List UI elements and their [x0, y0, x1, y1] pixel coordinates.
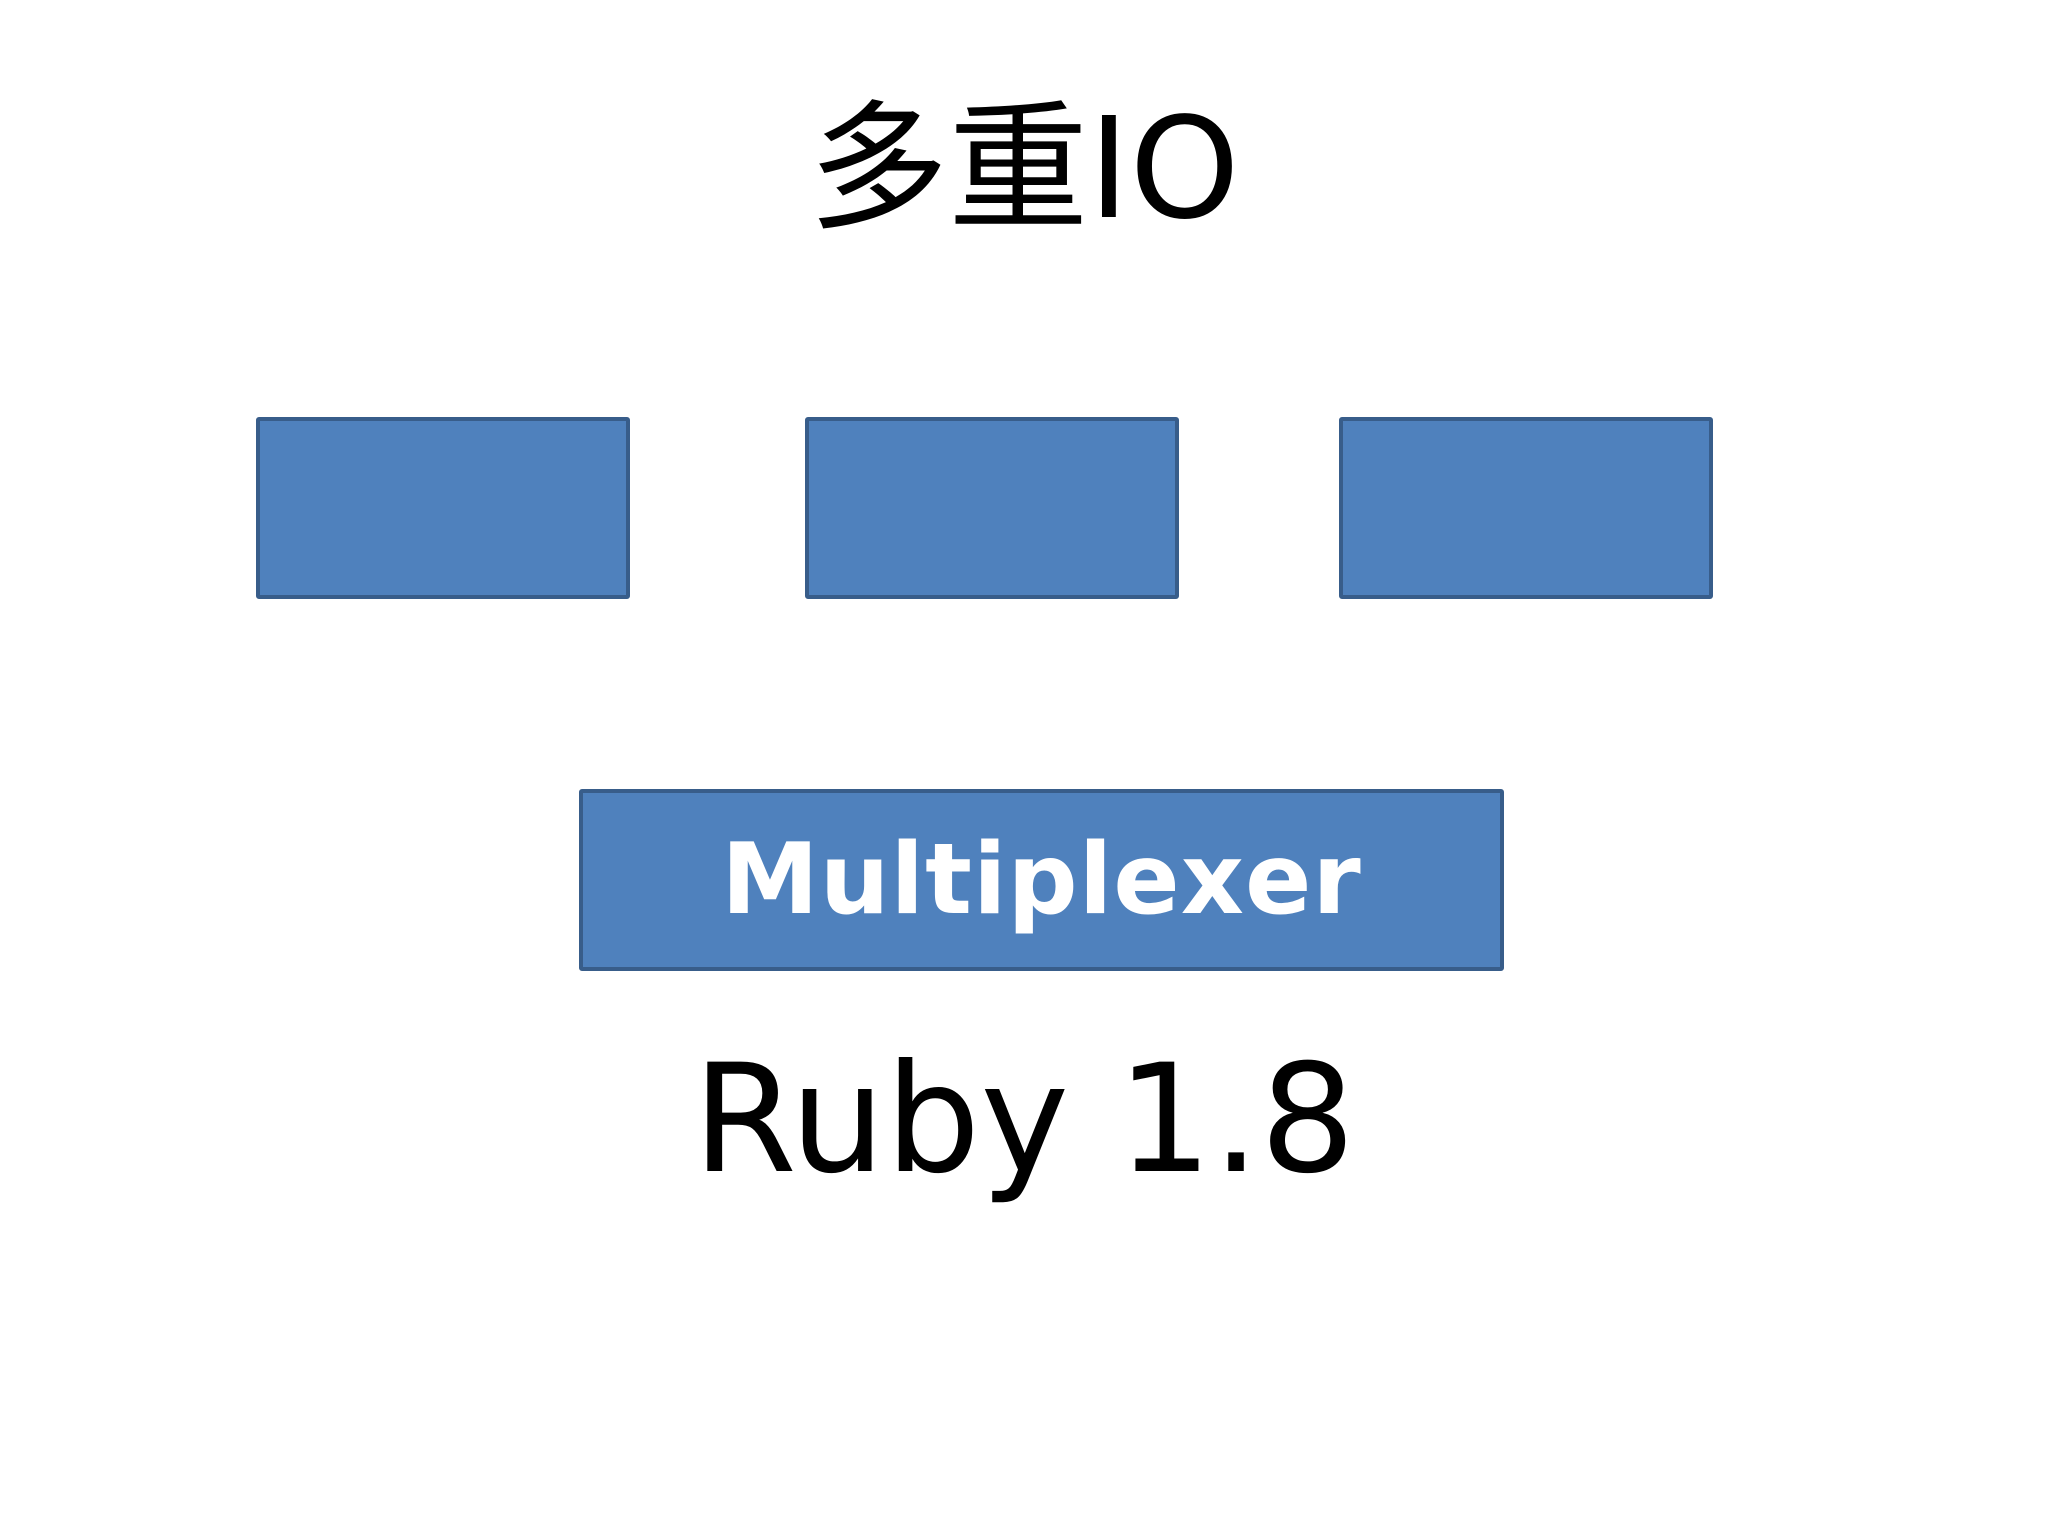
multiplexer-label: Multiplexer: [721, 823, 1362, 937]
slide-title: 多重IO: [808, 88, 1240, 251]
io-box-3: [1339, 417, 1713, 599]
ruby-version-caption: Ruby 1.8: [692, 1033, 1356, 1207]
multiplexer-box: Multiplexer: [579, 789, 1504, 971]
io-box-2: [805, 417, 1179, 599]
io-box-1: [256, 417, 630, 599]
